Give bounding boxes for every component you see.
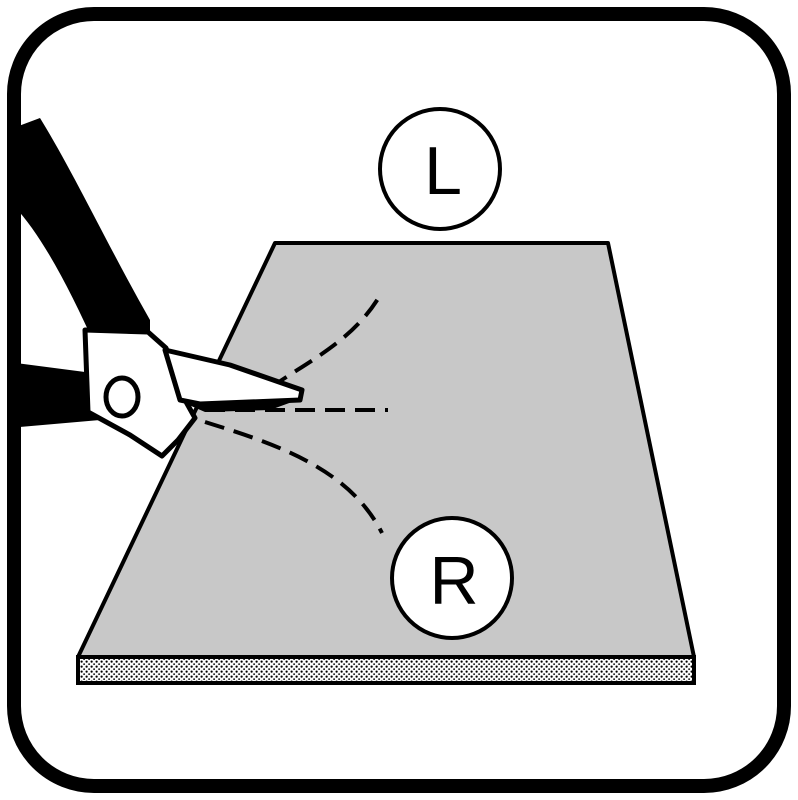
- cut-line-left-curve: [268, 291, 384, 390]
- cut-line-right-curve: [204, 420, 384, 534]
- upper-handle: [14, 118, 150, 345]
- badge-l-label: L: [424, 133, 462, 209]
- badge-l-circle: [378, 107, 502, 231]
- sheet-metal-edge: [76, 655, 696, 685]
- lower-blade: [182, 402, 292, 412]
- badge-l: L: [378, 107, 502, 231]
- badge-r-label: R: [429, 543, 478, 619]
- tin-snips-icon: [14, 118, 305, 459]
- upper-blade: [162, 347, 305, 407]
- pivot-hole: [103, 375, 141, 419]
- badge-r: R: [390, 516, 514, 640]
- badge-r-circle: [390, 516, 514, 640]
- lower-handle: [14, 362, 100, 428]
